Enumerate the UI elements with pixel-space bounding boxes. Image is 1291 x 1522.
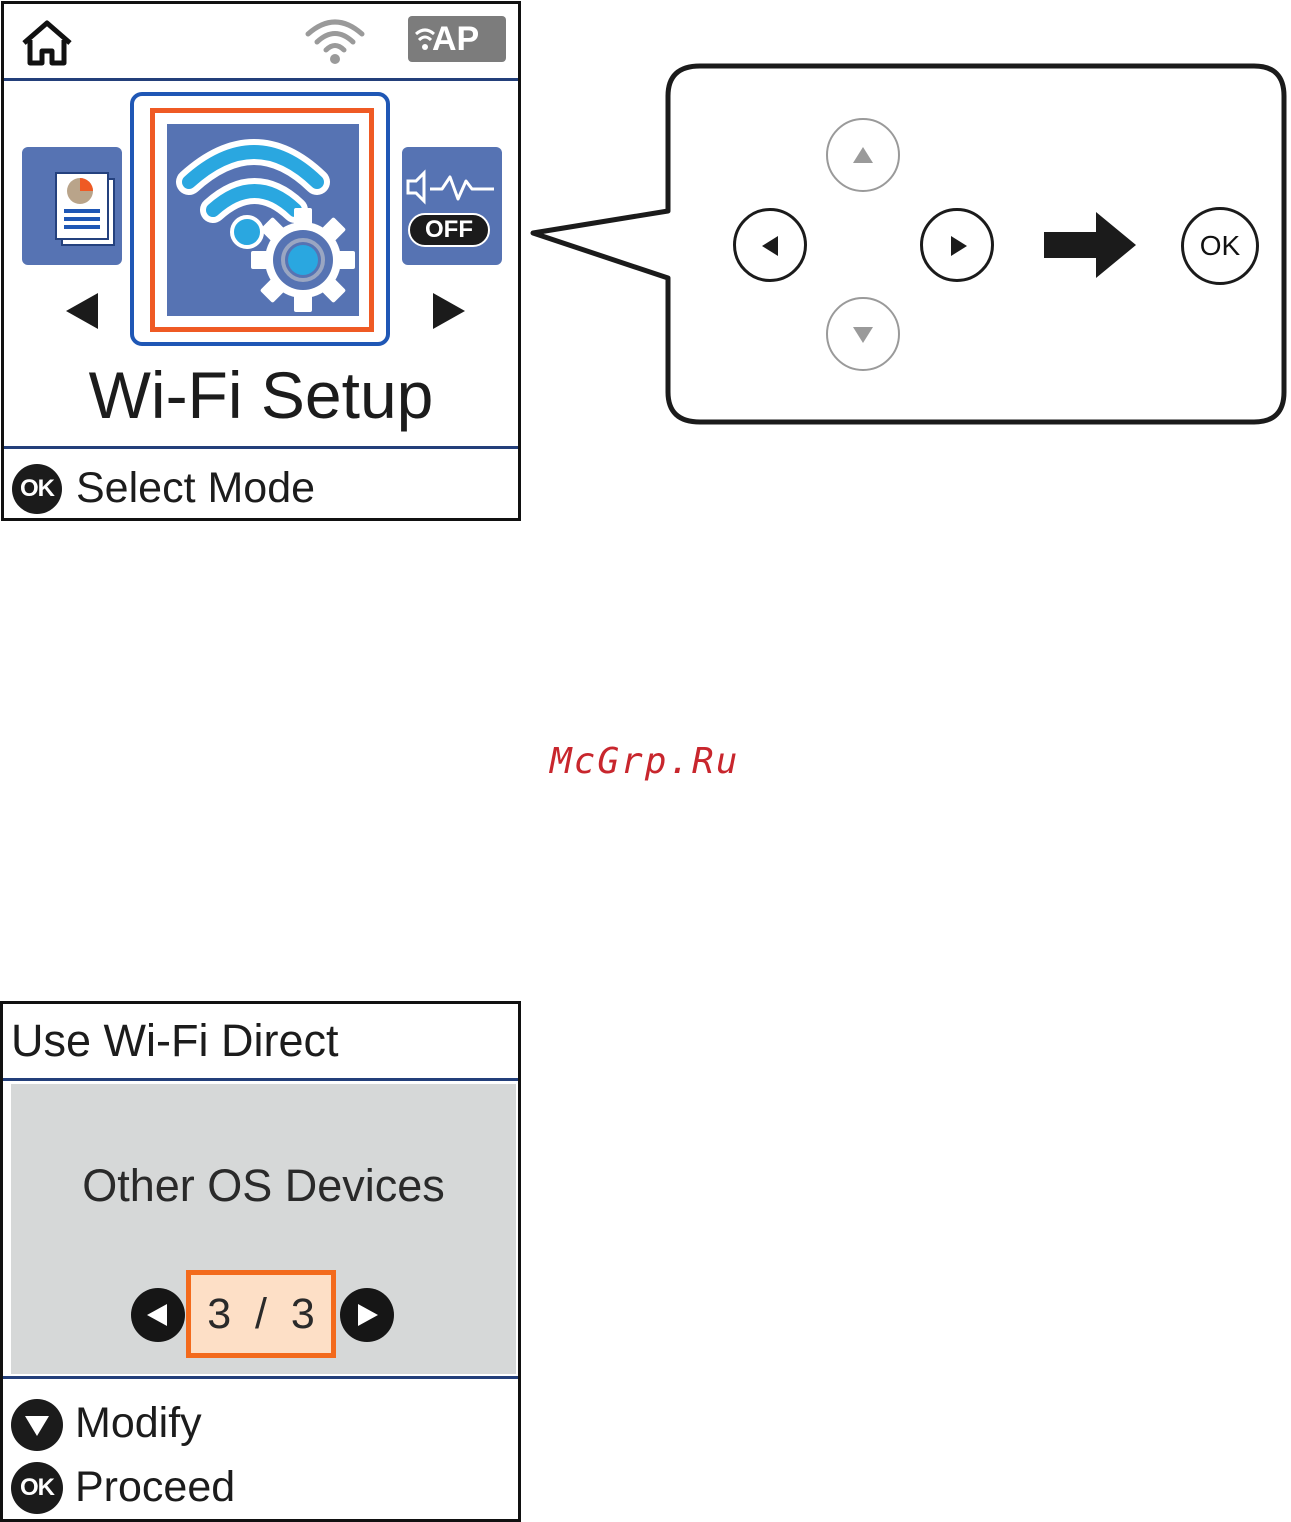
left-triangle-icon xyxy=(761,235,779,257)
screen-title: Use Wi-Fi Direct xyxy=(11,1010,338,1072)
ok-button-label: OK xyxy=(1184,210,1256,282)
arrow-right-button[interactable] xyxy=(920,208,994,282)
right-arrow-icon xyxy=(1044,212,1136,278)
left-triangle-icon xyxy=(145,1302,169,1328)
divider xyxy=(3,1078,518,1081)
page-indicator: 3 / 3 xyxy=(186,1270,336,1358)
right-triangle-icon xyxy=(950,235,968,257)
option-label: Other OS Devices xyxy=(11,1154,516,1218)
next-page-button[interactable] xyxy=(340,1288,394,1342)
wifi-direct-screen: Use Wi-Fi Direct Other OS Devices 3 / 3 … xyxy=(0,1001,521,1522)
ok-button[interactable]: OK xyxy=(1181,207,1259,285)
down-triangle-icon xyxy=(11,1399,63,1451)
hint-select-mode: Select Mode xyxy=(76,460,315,516)
divider xyxy=(3,1376,518,1379)
previous-page-button[interactable] xyxy=(131,1288,185,1342)
hint-modify: Modify xyxy=(75,1392,202,1454)
divider xyxy=(4,446,518,449)
down-triangle-glyph xyxy=(24,1415,50,1437)
arrow-left-button[interactable] xyxy=(733,208,807,282)
ok-button-icon: OK xyxy=(12,464,62,514)
watermark: McGrp.Ru xyxy=(550,737,739,787)
ok-button-icon: OK xyxy=(11,1462,63,1514)
up-triangle-icon xyxy=(852,146,874,164)
hint-proceed: Proceed xyxy=(75,1456,235,1518)
down-triangle-icon xyxy=(852,326,874,344)
right-triangle-icon xyxy=(356,1302,380,1328)
arrow-up-button[interactable] xyxy=(826,118,900,192)
arrow-down-button[interactable] xyxy=(826,297,900,371)
